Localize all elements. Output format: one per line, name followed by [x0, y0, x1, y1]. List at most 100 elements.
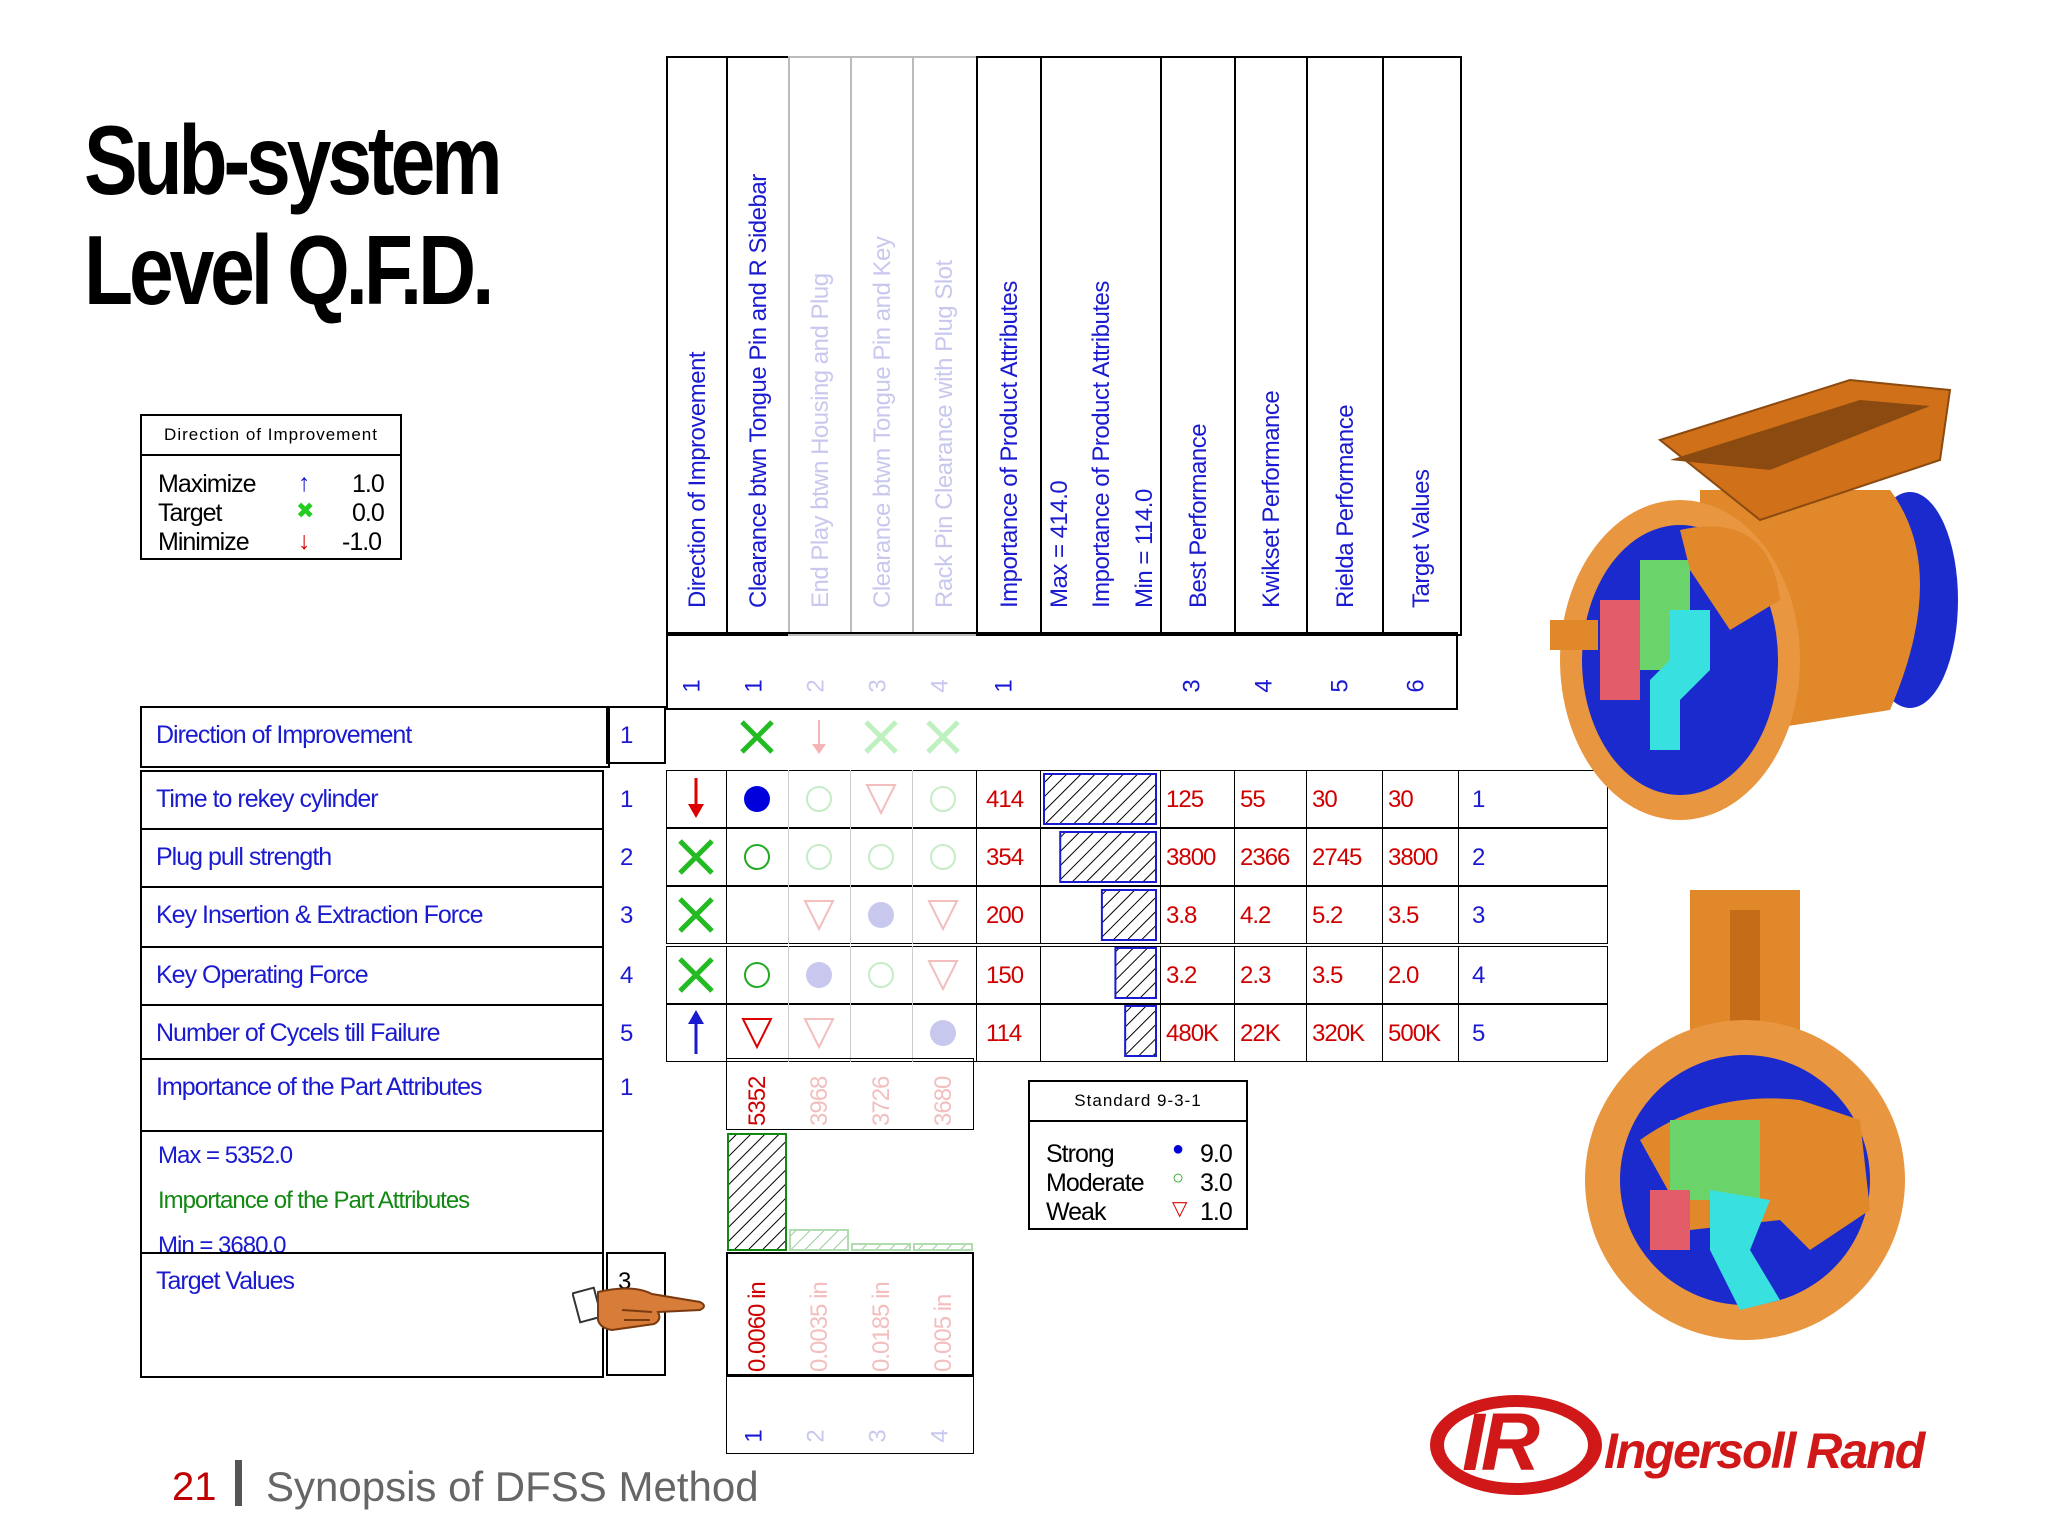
col-header-kwikset: Kwikset Performance [1234, 56, 1310, 636]
cross-icon [678, 897, 714, 933]
grid-line [1040, 1004, 1041, 1062]
row-best-value: 125 [1166, 786, 1204, 813]
row-grid [666, 1004, 1608, 1062]
pointing-hand-icon [572, 1286, 705, 1332]
legend-strong: Strong ● 9.0 [1046, 1138, 1233, 1168]
part-importance-values-box [726, 1058, 974, 1130]
importance-bar [1100, 889, 1157, 941]
standard-legend-heading: Standard 9-3-1 [1030, 1082, 1246, 1122]
legend-weak: Weak ▽ 1.0 [1046, 1198, 1233, 1226]
grid-line [726, 886, 727, 944]
row-label-part-importance-chart: Max = 5352.0 Importance of the Part Attr… [140, 1130, 604, 1259]
slide-title: Sub-system Level Q.F.D. [84, 105, 543, 325]
col-num-kwikset: 4 [1250, 679, 1278, 693]
col-header-target: Target Values [1382, 56, 1462, 636]
grid-line [1040, 886, 1041, 944]
row-num-box-direction [606, 706, 666, 764]
row-symbols [678, 839, 956, 875]
row-grid [666, 828, 1608, 886]
weak-triangle-icon [803, 900, 835, 932]
weak-triangle-icon: ▽ [1172, 1198, 1187, 1220]
bottom-num-1: 1 [740, 1429, 768, 1443]
grid-line [976, 828, 977, 886]
product-importance-chart [1043, 773, 1158, 1057]
col-header-importance-chart: Max = 414.0 Importance of Product Attrib… [1040, 56, 1164, 636]
col-num-part-1: 1 [740, 679, 768, 693]
moderate-circle-icon [930, 844, 956, 870]
grid-line [1458, 886, 1459, 944]
moderate-circle-icon [744, 962, 770, 988]
grid-line [788, 946, 789, 1004]
row-num: 1 [620, 786, 634, 813]
grid-line [850, 1004, 851, 1062]
grid-line [976, 770, 977, 828]
grid-line [726, 770, 727, 828]
grid-line [850, 770, 851, 828]
grid-line [1040, 946, 1041, 1004]
header-num-row [666, 632, 1458, 710]
direction-legend: Direction of Improvement Maximize ↑ 1.0 … [140, 414, 402, 560]
grid-line [1458, 828, 1459, 886]
arrow-down-icon [688, 804, 704, 818]
part-importance-bar [727, 1133, 787, 1251]
standard-legend: Standard 9-3-1 Strong ● 9.0 Moderate ○ 3… [1028, 1080, 1248, 1230]
weak-triangle-icon [865, 784, 897, 816]
row-target-value: 2.0 [1388, 962, 1419, 989]
weak-triangle-icon [927, 900, 959, 932]
target-value-1: 0.0060 in [744, 1282, 771, 1372]
row-kwikset-value: 22K [1240, 1020, 1281, 1047]
strong-dot-icon: ● [1172, 1138, 1184, 1160]
strong-dot-icon [930, 1020, 956, 1046]
lock-cylinder-image [1550, 378, 1958, 820]
grid-line [1234, 770, 1235, 828]
strong-dot-icon [806, 962, 832, 988]
row-rielda-value: 320K [1312, 1020, 1365, 1047]
row-best-value: 3.2 [1166, 962, 1197, 989]
row-symbols [678, 957, 959, 993]
importance-bar [1114, 947, 1157, 999]
target-value-3: 0.0185 in [868, 1282, 895, 1372]
grid-line [1234, 1004, 1235, 1062]
row-label: Time to rekey cylinder [140, 770, 604, 832]
col-num-rielda: 5 [1326, 679, 1354, 693]
row-kwikset-value: 2.3 [1240, 962, 1271, 989]
part-importance-max-label: Max = 5352.0 [158, 1142, 293, 1169]
legend-minimize: Minimize ↓ -1.0 [158, 527, 382, 556]
col-header-rielda: Rielda Performance [1306, 56, 1386, 636]
legend-moderate: Moderate ○ 3.0 [1046, 1167, 1233, 1197]
grid-line [1382, 1004, 1383, 1062]
grid-line [1040, 770, 1041, 828]
row-symbols [688, 1010, 956, 1054]
row-kwikset-value: 55 [1240, 786, 1266, 813]
row-symbols [688, 778, 956, 818]
strong-dot-icon [744, 786, 770, 812]
grid-line [726, 946, 727, 1004]
bottom-num-4: 4 [926, 1429, 954, 1443]
ir-logo-mark [1430, 1395, 1602, 1495]
row-importance-value: 150 [986, 962, 1024, 989]
grid-line [1160, 946, 1161, 1004]
row-grid [666, 886, 1608, 944]
row-idx-value: 1 [1472, 786, 1485, 813]
grid-line [1382, 886, 1383, 944]
row-grid [666, 946, 1608, 1004]
row-label-part-importance: Importance of the Part Attributes [140, 1058, 604, 1132]
moderate-circle-icon [744, 844, 770, 870]
part-importance-chart-label: Importance of the Part Attributes [158, 1187, 470, 1214]
grid-line [1306, 946, 1307, 1004]
bottom-num-2: 2 [802, 1429, 830, 1443]
grid-line [1306, 886, 1307, 944]
grid-line [1234, 828, 1235, 886]
row-importance-value: 114 [986, 1020, 1022, 1047]
row-target-value: 500K [1388, 1020, 1441, 1047]
grid-line [850, 946, 851, 1004]
row-grid [666, 770, 1608, 828]
weak-triangle-icon [927, 960, 959, 992]
part-importance-bar [913, 1243, 973, 1251]
cross-icon [740, 720, 774, 754]
grid-line [1160, 886, 1161, 944]
grid-line [788, 886, 789, 944]
moderate-circle-icon [868, 962, 894, 988]
arrow-up-icon: ↑ [298, 469, 310, 497]
row-num: 4 [620, 962, 634, 989]
